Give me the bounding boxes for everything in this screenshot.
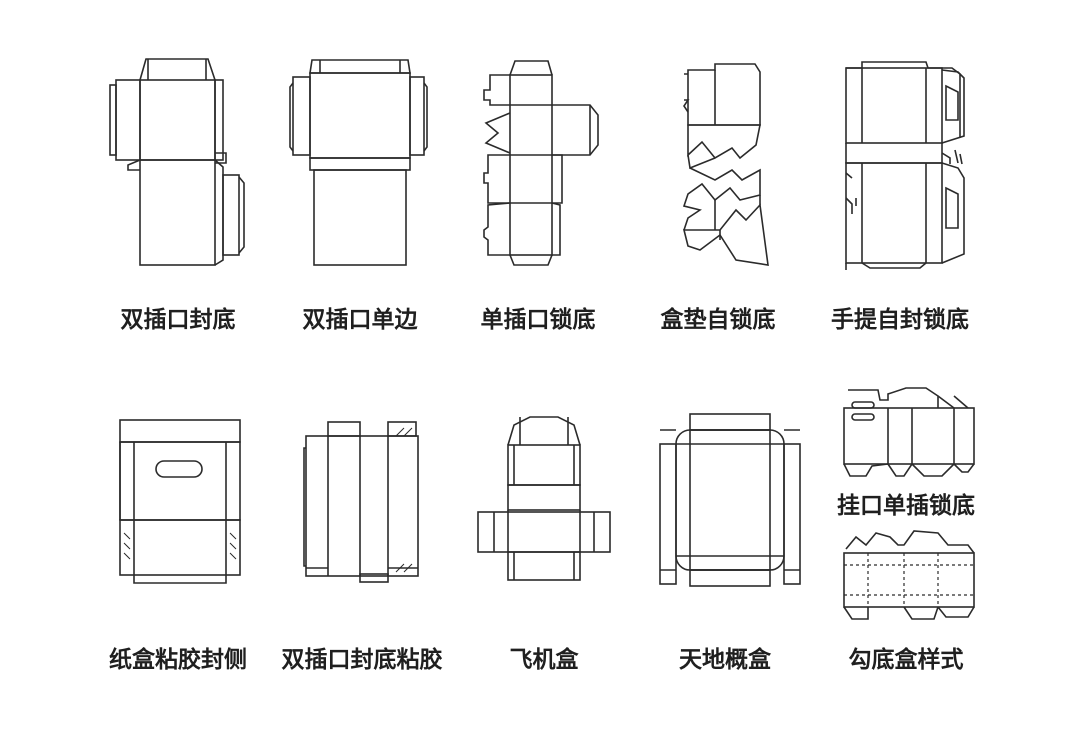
pad-auto-lock-bottom-dieline	[680, 60, 770, 270]
lid-and-base-box-dieline	[656, 410, 801, 590]
box-style-label: 飞机盒	[509, 647, 579, 673]
box-style-label: 双插口单边	[302, 307, 418, 333]
double-tuck-sealed-bottom-glued-dieline	[300, 418, 425, 586]
handle-self-seal-lock-bottom-dieline	[840, 58, 970, 270]
double-tuck-sealed-bottom-dieline	[108, 55, 248, 270]
box-style-label: 纸盒粘胶封侧	[109, 647, 247, 673]
box-style-label: 单插口锁底	[480, 307, 596, 333]
box-style-label: 手提自封锁底	[831, 307, 969, 333]
box-style-label: 双插口封底	[120, 307, 236, 333]
double-tuck-single-side-dieline	[289, 55, 430, 270]
box-style-label: 天地概盒	[679, 647, 771, 673]
box-style-label: 挂口单插锁底	[837, 493, 975, 519]
box-style-label: 双插口封底粘胶	[281, 647, 443, 673]
hook-bottom-box-dieline	[838, 525, 978, 625]
mailer-box-dieline	[476, 415, 612, 585]
box-style-label: 盒垫自锁底	[660, 307, 776, 333]
hang-tab-single-tuck-lock-bottom-dieline	[838, 386, 978, 482]
single-tuck-lock-bottom-dieline	[480, 55, 605, 270]
glued-side-seal-carton-dieline	[112, 415, 252, 585]
box-style-label: 勾底盒样式	[848, 647, 964, 673]
